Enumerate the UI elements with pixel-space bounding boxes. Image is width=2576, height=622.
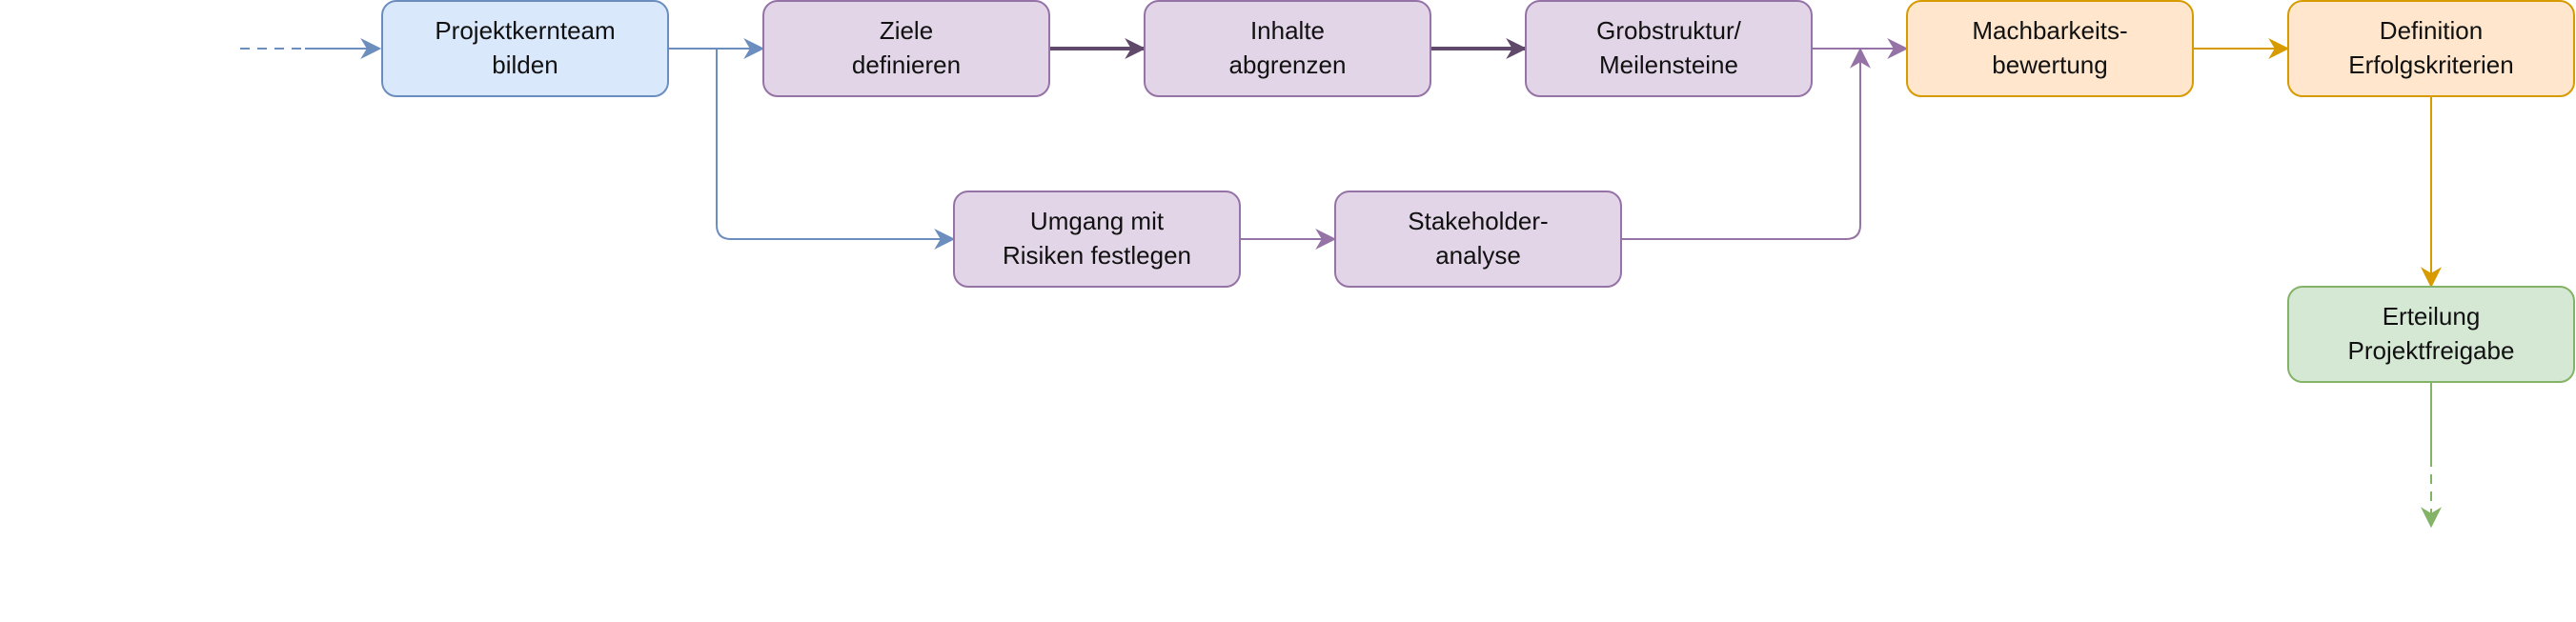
node-risiken-line1: Umgang mit xyxy=(1030,207,1165,235)
node-projektkernteam-line2: bilden xyxy=(492,50,558,79)
node-ziele-line2: definieren xyxy=(852,50,961,79)
node-risiken[interactable]: Umgang mit Risiken festlegen xyxy=(953,191,1241,288)
node-risiken-line2: Risiken festlegen xyxy=(1003,241,1191,270)
node-stakeholder-line1: Stakeholder- xyxy=(1408,207,1548,235)
node-grobstruktur-line2: Meilensteine xyxy=(1599,50,1738,79)
node-freigabe-line1: Erteilung xyxy=(2383,302,2481,331)
node-definition-line1: Definition xyxy=(2380,16,2483,45)
connector-stakeholder-merge xyxy=(1622,47,1871,240)
node-ziele-line1: Ziele xyxy=(880,16,933,45)
node-ziele[interactable]: Ziele definieren xyxy=(762,0,1050,97)
connector-projektkernteam-risiken xyxy=(716,49,956,250)
node-definition-line2: Erfolgskriterien xyxy=(2348,50,2513,79)
node-stakeholder-line2: analyse xyxy=(1435,241,1521,270)
node-stakeholder[interactable]: Stakeholder- analyse xyxy=(1334,191,1622,288)
node-inhalte[interactable]: Inhalte abgrenzen xyxy=(1144,0,1431,97)
node-grobstruktur[interactable]: Grobstruktur/ Meilensteine xyxy=(1525,0,1813,97)
node-projektkernteam-line1: Projektkernteam xyxy=(435,16,615,45)
node-freigabe-line2: Projektfreigabe xyxy=(2348,336,2515,365)
node-grobstruktur-line1: Grobstruktur/ xyxy=(1596,16,1741,45)
node-machbarkeit-line2: bewertung xyxy=(1992,50,2107,79)
node-machbarkeit[interactable]: Machbarkeits- bewertung xyxy=(1906,0,2194,97)
node-machbarkeit-line1: Machbarkeits- xyxy=(1972,16,2127,45)
node-projektkernteam[interactable]: Projektkernteam bilden xyxy=(381,0,669,97)
node-freigabe[interactable]: Erteilung Projektfreigabe xyxy=(2287,286,2575,383)
node-inhalte-line1: Inhalte xyxy=(1250,16,1325,45)
node-inhalte-line2: abgrenzen xyxy=(1229,50,1347,79)
node-definition[interactable]: Definition Erfolgskriterien xyxy=(2287,0,2575,97)
